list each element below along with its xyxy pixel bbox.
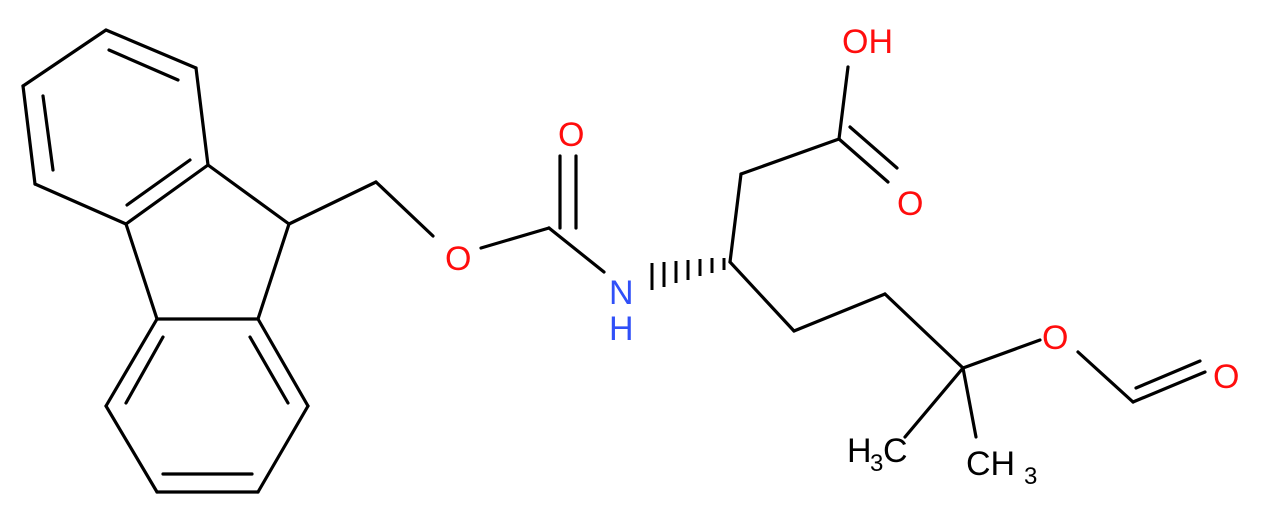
- methyl-right-ch: CH: [966, 445, 1015, 483]
- formate-ether-oxygen-label: O: [1042, 319, 1068, 357]
- methyl-left-label: H 3 C: [847, 432, 908, 477]
- amine-nitrogen-label: N: [609, 274, 634, 312]
- methyl-left-subscript: 3: [870, 450, 883, 477]
- methyl-left-c: C: [883, 432, 908, 470]
- hydroxyl-label: OH: [842, 23, 893, 61]
- stereo-hash-bond: [650, 258, 726, 290]
- carbamate-ester-oxygen-label: O: [445, 240, 471, 278]
- methyl-right-label: CH 3: [966, 445, 1037, 490]
- methyl-left-h: H: [847, 432, 872, 470]
- fluorene-left-ring: [21, 28, 210, 226]
- methyl-right-subscript: 3: [1024, 463, 1037, 490]
- amine-hydrogen-label: H: [609, 310, 634, 348]
- formate-carbonyl-oxygen-label: O: [1213, 358, 1239, 396]
- carbamate-carbonyl-oxygen-label: O: [558, 116, 584, 154]
- fluorene-five-ring: [124, 163, 291, 321]
- main-chain: [728, 65, 1042, 439]
- formate-group: [1076, 350, 1207, 404]
- fluorene-bottom-ring: [104, 317, 310, 494]
- acid-carbonyl-oxygen-label: O: [897, 185, 923, 223]
- carbamate-chain: [287, 154, 606, 274]
